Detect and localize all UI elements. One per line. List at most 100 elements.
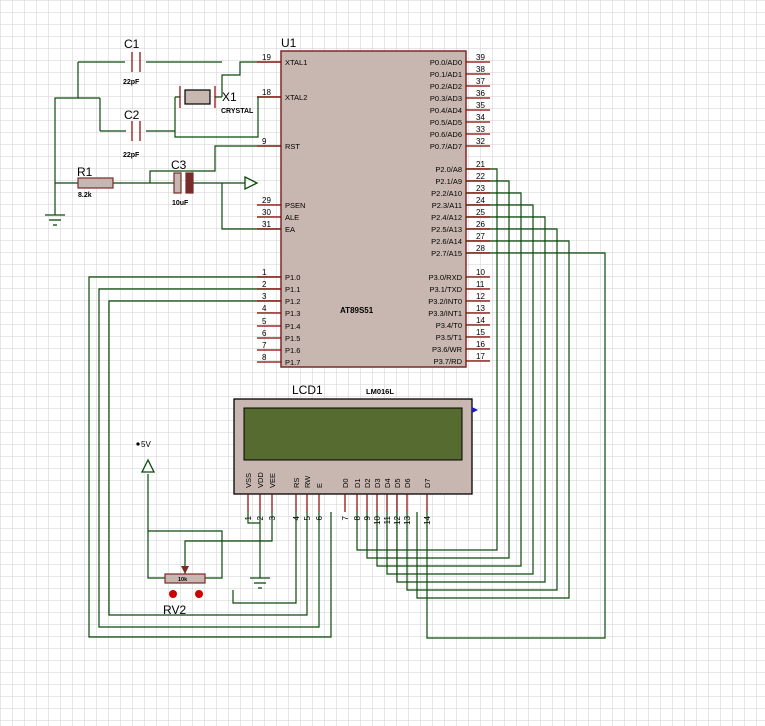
pin-number: 16: [476, 340, 485, 349]
pin-label: P2.2/A10: [431, 189, 462, 198]
ic-part-label: AT89S51: [340, 306, 374, 315]
pin-label: P3.3/INT1: [428, 309, 462, 318]
x1-value: CRYSTAL: [221, 108, 254, 115]
r1-ref: R1: [77, 165, 93, 179]
ic-pin-left[interactable]: 3P1.2: [257, 292, 300, 306]
lcd-pin-label: RW: [303, 475, 312, 488]
supply-label: 5V: [141, 440, 151, 449]
pin-number: 39: [476, 53, 485, 62]
pin-label: P1.6: [285, 346, 300, 355]
lcd-pin-number: 9: [363, 515, 372, 520]
lcd-pin-number: 7: [341, 515, 350, 520]
pin-number: 22: [476, 172, 485, 181]
lcd-pin-label: RS: [292, 478, 301, 488]
pin-number: 29: [262, 196, 271, 205]
ic-pin-left[interactable]: 8P1.7: [257, 353, 300, 367]
crystal-x1[interactable]: X1 CRYSTAL: [179, 86, 254, 115]
lcd-pin-label: D0: [341, 478, 350, 488]
pin-number: 14: [476, 316, 485, 325]
lcd-pin[interactable]: D0 7: [341, 478, 350, 520]
ic-pin-left[interactable]: 2P1.1: [257, 280, 300, 294]
capacitor-c2[interactable]: C2 22pF: [123, 108, 141, 159]
ic-body[interactable]: [280, 50, 467, 368]
pin-label: P2.3/A11: [432, 201, 462, 210]
lcd-pin-number: 1: [244, 515, 253, 520]
ic-ref: U1: [281, 36, 297, 50]
lcd-pin-number: 12: [393, 515, 402, 524]
ic-pin-left[interactable]: 1P1.0: [257, 268, 300, 282]
rv2-button-decrease[interactable]: [169, 590, 177, 598]
pin-label: P3.5/T1: [436, 333, 462, 342]
potentiometer-rv2[interactable]: 10k RV2: [163, 566, 206, 617]
pin-number: 18: [262, 88, 271, 97]
capacitor-c3[interactable]: C3 10uF: [171, 158, 194, 207]
lcd-ref: LCD1: [292, 383, 323, 397]
ic-pin-left[interactable]: 5P1.4: [257, 317, 300, 331]
pin-number: 34: [476, 113, 485, 122]
pin-label: P3.7/RD: [434, 357, 463, 366]
ic-pin-left[interactable]: 4P1.3: [257, 304, 300, 318]
pin-number: 11: [476, 280, 485, 289]
lcd-pin[interactable]: RW5: [303, 475, 312, 521]
lcd-pin[interactable]: D18: [353, 478, 362, 520]
lcd-pin-label: D6: [403, 478, 412, 488]
lcd-pin[interactable]: RS4: [292, 478, 301, 521]
pin-number: 10: [476, 268, 485, 277]
capacitor-c1[interactable]: C1 22pF: [123, 37, 141, 86]
lcd-pin[interactable]: D29: [363, 478, 372, 520]
pin-label: P1.3: [285, 309, 300, 318]
lcd-pin[interactable]: E6: [315, 483, 324, 520]
lcd-display-lcd1[interactable]: LCD1 LM016L VSS1VDD2VEE3RS4RW5E6D07D18D2…: [233, 383, 478, 525]
pin-number: 8: [262, 353, 267, 362]
ic-pin-left[interactable]: 6P1.5: [257, 329, 300, 343]
lcd-screen: [243, 407, 463, 461]
rv2-button-increase[interactable]: [195, 590, 203, 598]
pin-number: 30: [262, 208, 271, 217]
resistor-r1[interactable]: R1 8.2k: [77, 165, 114, 199]
ic-pin-left[interactable]: 7P1.6: [257, 341, 300, 355]
pin-label: P2.6/A14: [431, 237, 462, 246]
pin-number: 32: [476, 137, 485, 146]
lcd-pin-number: 3: [268, 515, 277, 520]
c2-ref: C2: [124, 108, 140, 122]
